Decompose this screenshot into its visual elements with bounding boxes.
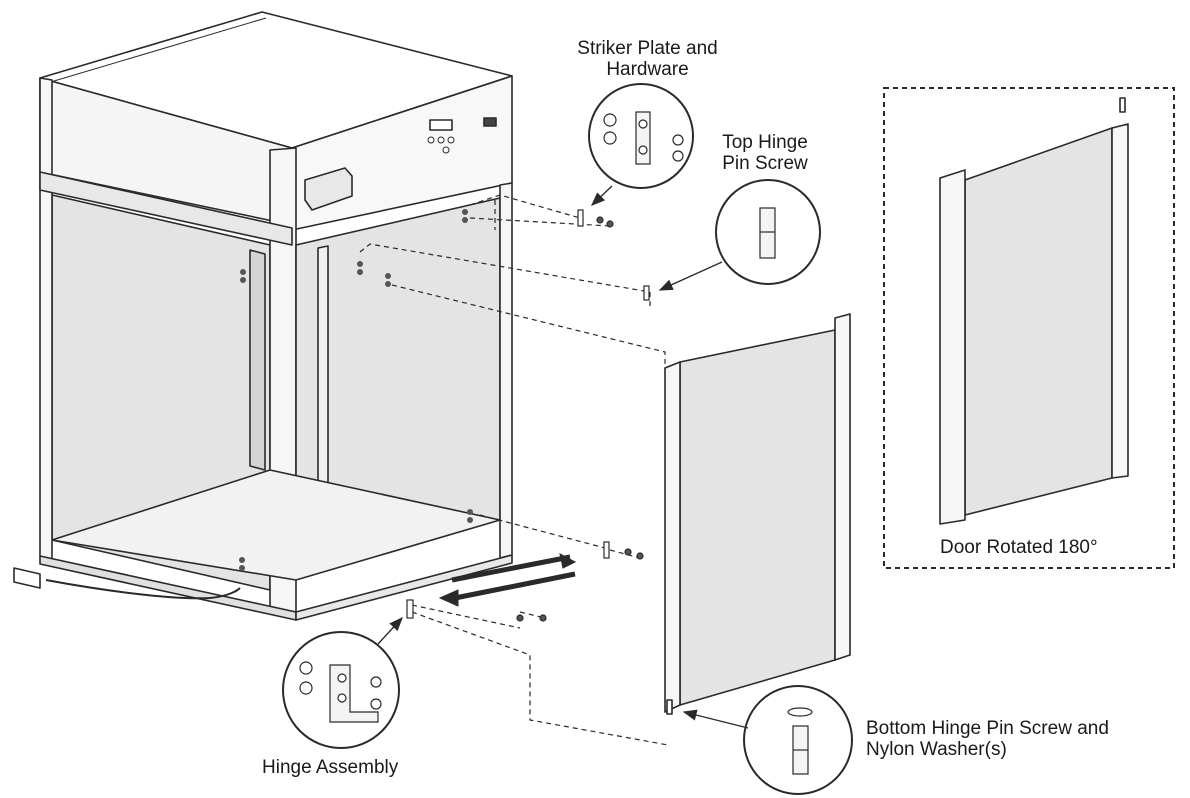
hinge-assembly-detail-callout <box>282 631 400 749</box>
door-rotated-label-text: Door Rotated 180° <box>940 537 1098 558</box>
cabinet <box>13 11 513 621</box>
door-glass <box>679 329 836 706</box>
control-buttons <box>427 136 455 154</box>
striker-plate-label-line2: Hardware <box>606 59 689 80</box>
display-window <box>429 119 453 131</box>
bottom-hinge-pin-label-line1: Bottom Hinge Pin Screw and <box>866 718 1109 739</box>
top-hinge-pin-label-line1: Top Hinge <box>722 132 808 153</box>
rotated-door <box>939 97 1129 525</box>
bottom-hinge-pin-label: Bottom Hinge Pin Screw and Nylon Washer(… <box>866 718 1109 760</box>
top-hinge-pin-label: Top Hinge Pin Screw <box>705 132 825 174</box>
striker-plate <box>577 209 584 227</box>
assembly-guide-lines <box>359 194 669 746</box>
bottom-hinge-detail-callout <box>743 685 853 795</box>
top-hinge-detail-callout <box>715 179 821 285</box>
cabinet-handle <box>304 167 353 211</box>
lower-striker <box>603 541 610 559</box>
bottom-hinge-pin-label-line2: Nylon Washer(s) <box>866 739 1007 760</box>
door-left-rail <box>664 361 681 713</box>
door <box>664 313 851 715</box>
hinge-assembly-label: Hinge Assembly <box>262 757 398 778</box>
power-plug <box>13 567 41 589</box>
striker-plate-label-line1: Striker Plate and <box>577 38 718 59</box>
power-switch <box>483 117 497 127</box>
hinge-assembly-label-text: Hinge Assembly <box>262 757 399 778</box>
striker-detail-callout <box>588 83 694 189</box>
top-hinge-pin-label-line2: Pin Screw <box>722 153 808 174</box>
hinge-bracket <box>406 599 414 619</box>
slide-direction-arrows <box>438 553 577 607</box>
top-hinge-pin <box>643 285 650 301</box>
shelf-standard <box>317 245 329 493</box>
rotated-door-frame <box>883 87 1175 569</box>
hardware-pieces <box>406 209 650 622</box>
door-right-rail <box>834 313 851 661</box>
door-rotated-label: Door Rotated 180° <box>940 537 1098 558</box>
cabinet-base-right <box>295 554 513 621</box>
striker-plate-label: Striker Plate and Hardware <box>545 38 750 80</box>
cabinet-screws <box>239 209 473 571</box>
power-cord <box>45 579 241 600</box>
